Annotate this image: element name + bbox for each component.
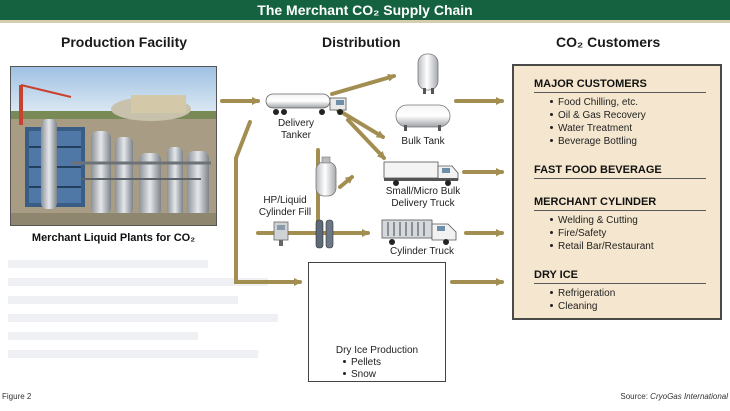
delivery-tanker-label-line2: Tanker [280, 130, 311, 141]
delivery-tanker-icon [265, 93, 347, 115]
cylinder-truck-icon [381, 219, 457, 245]
header-distribution: Distribution [322, 34, 401, 50]
background-watermark-lines [8, 250, 288, 390]
customer-item-text: Retail Bar/Restaurant [558, 241, 654, 252]
customer-item: Fire/Safety [550, 228, 606, 239]
customer-item-text: Refrigeration [558, 288, 616, 299]
separator [534, 92, 706, 93]
customer-item: Retail Bar/Restaurant [550, 241, 654, 252]
header-production: Production Facility [61, 34, 188, 50]
customer-item-text: Cleaning [558, 301, 598, 312]
category-dry-ice: DRY ICE [534, 269, 579, 281]
separator [534, 178, 706, 179]
diagram-title: The Merchant CO₂ Supply Chain [257, 2, 473, 18]
micro-bulk-truck-icon [383, 161, 459, 186]
production-caption: Merchant Liquid Plants for CO₂ [31, 232, 196, 244]
delivery-tanker-label-line1: Delivery [277, 118, 315, 129]
figure-label: Figure 2 [2, 392, 32, 401]
dry-ice-production-box: Dry Ice Production Pellets Snow [308, 262, 446, 382]
title-banner: The Merchant CO₂ Supply Chain [0, 0, 730, 20]
dry-ice-item-pellets-text: Pellets [351, 357, 382, 368]
cylinder-fill-label-line2: Cylinder Fill [258, 207, 312, 218]
customer-item-text: Food Chilling, etc. [558, 97, 639, 108]
customer-item: Welding & Cutting [550, 215, 638, 226]
micro-bulk-label-line1: Small/Micro Bulk [385, 186, 461, 197]
source-name: CryoGas International [650, 392, 728, 401]
customer-item: Beverage Bottling [550, 136, 637, 147]
source-prefix: Source: [620, 392, 651, 401]
separator [534, 283, 706, 284]
title-rule [0, 20, 730, 23]
customer-item: Oil & Gas Recovery [550, 110, 646, 121]
cylinder-fill-label: HP/Liquid Cylinder Fill [254, 195, 316, 219]
customer-item: Refrigeration [550, 288, 615, 299]
customer-item-text: Beverage Bottling [558, 136, 637, 147]
customers-panel: MAJOR CUSTOMERS Food Chilling, etc. Oil … [512, 64, 722, 320]
customer-item-text: Fire/Safety [558, 228, 607, 239]
dry-ice-item-pellets: Pellets [343, 357, 381, 369]
customer-item: Water Treatment [550, 123, 632, 134]
dry-ice-item-snow-text: Snow [351, 369, 377, 380]
dry-ice-item-snow: Snow [343, 369, 376, 381]
customer-item-text: Water Treatment [558, 123, 633, 134]
micro-bulk-label: Small/Micro Bulk Delivery Truck [380, 186, 466, 210]
liquid-cylinder-icon [315, 156, 337, 197]
header-customers: CO₂ Customers [556, 34, 661, 50]
source-credit: Source: CryoGas International [620, 392, 728, 401]
customer-item: Cleaning [550, 301, 597, 312]
bulk-tank-label: Bulk Tank [401, 136, 445, 147]
dry-ice-production-title: Dry Ice Production [335, 345, 419, 356]
customer-item: Food Chilling, etc. [550, 97, 638, 108]
category-fast-food-beverage: FAST FOOD BEVERAGE [534, 164, 662, 176]
customer-item-text: Welding & Cutting [558, 215, 638, 226]
gas-cylinders-icon [315, 219, 334, 249]
category-major-customers: MAJOR CUSTOMERS [534, 78, 647, 90]
production-plant-photo [10, 66, 217, 226]
category-merchant-cylinder: MERCHANT CYLINDER [534, 196, 657, 208]
cylinder-fill-station-icon [273, 221, 289, 246]
customer-item-text: Oil & Gas Recovery [558, 110, 646, 121]
cylinder-truck-label: Cylinder Truck [390, 246, 454, 257]
micro-bulk-label-line2: Delivery Truck [391, 198, 455, 209]
bulk-tank-icon [395, 53, 451, 131]
cylinder-fill-label-line1: HP/Liquid [263, 195, 307, 206]
separator [534, 210, 706, 211]
delivery-tanker-label: Delivery Tanker [276, 118, 316, 142]
